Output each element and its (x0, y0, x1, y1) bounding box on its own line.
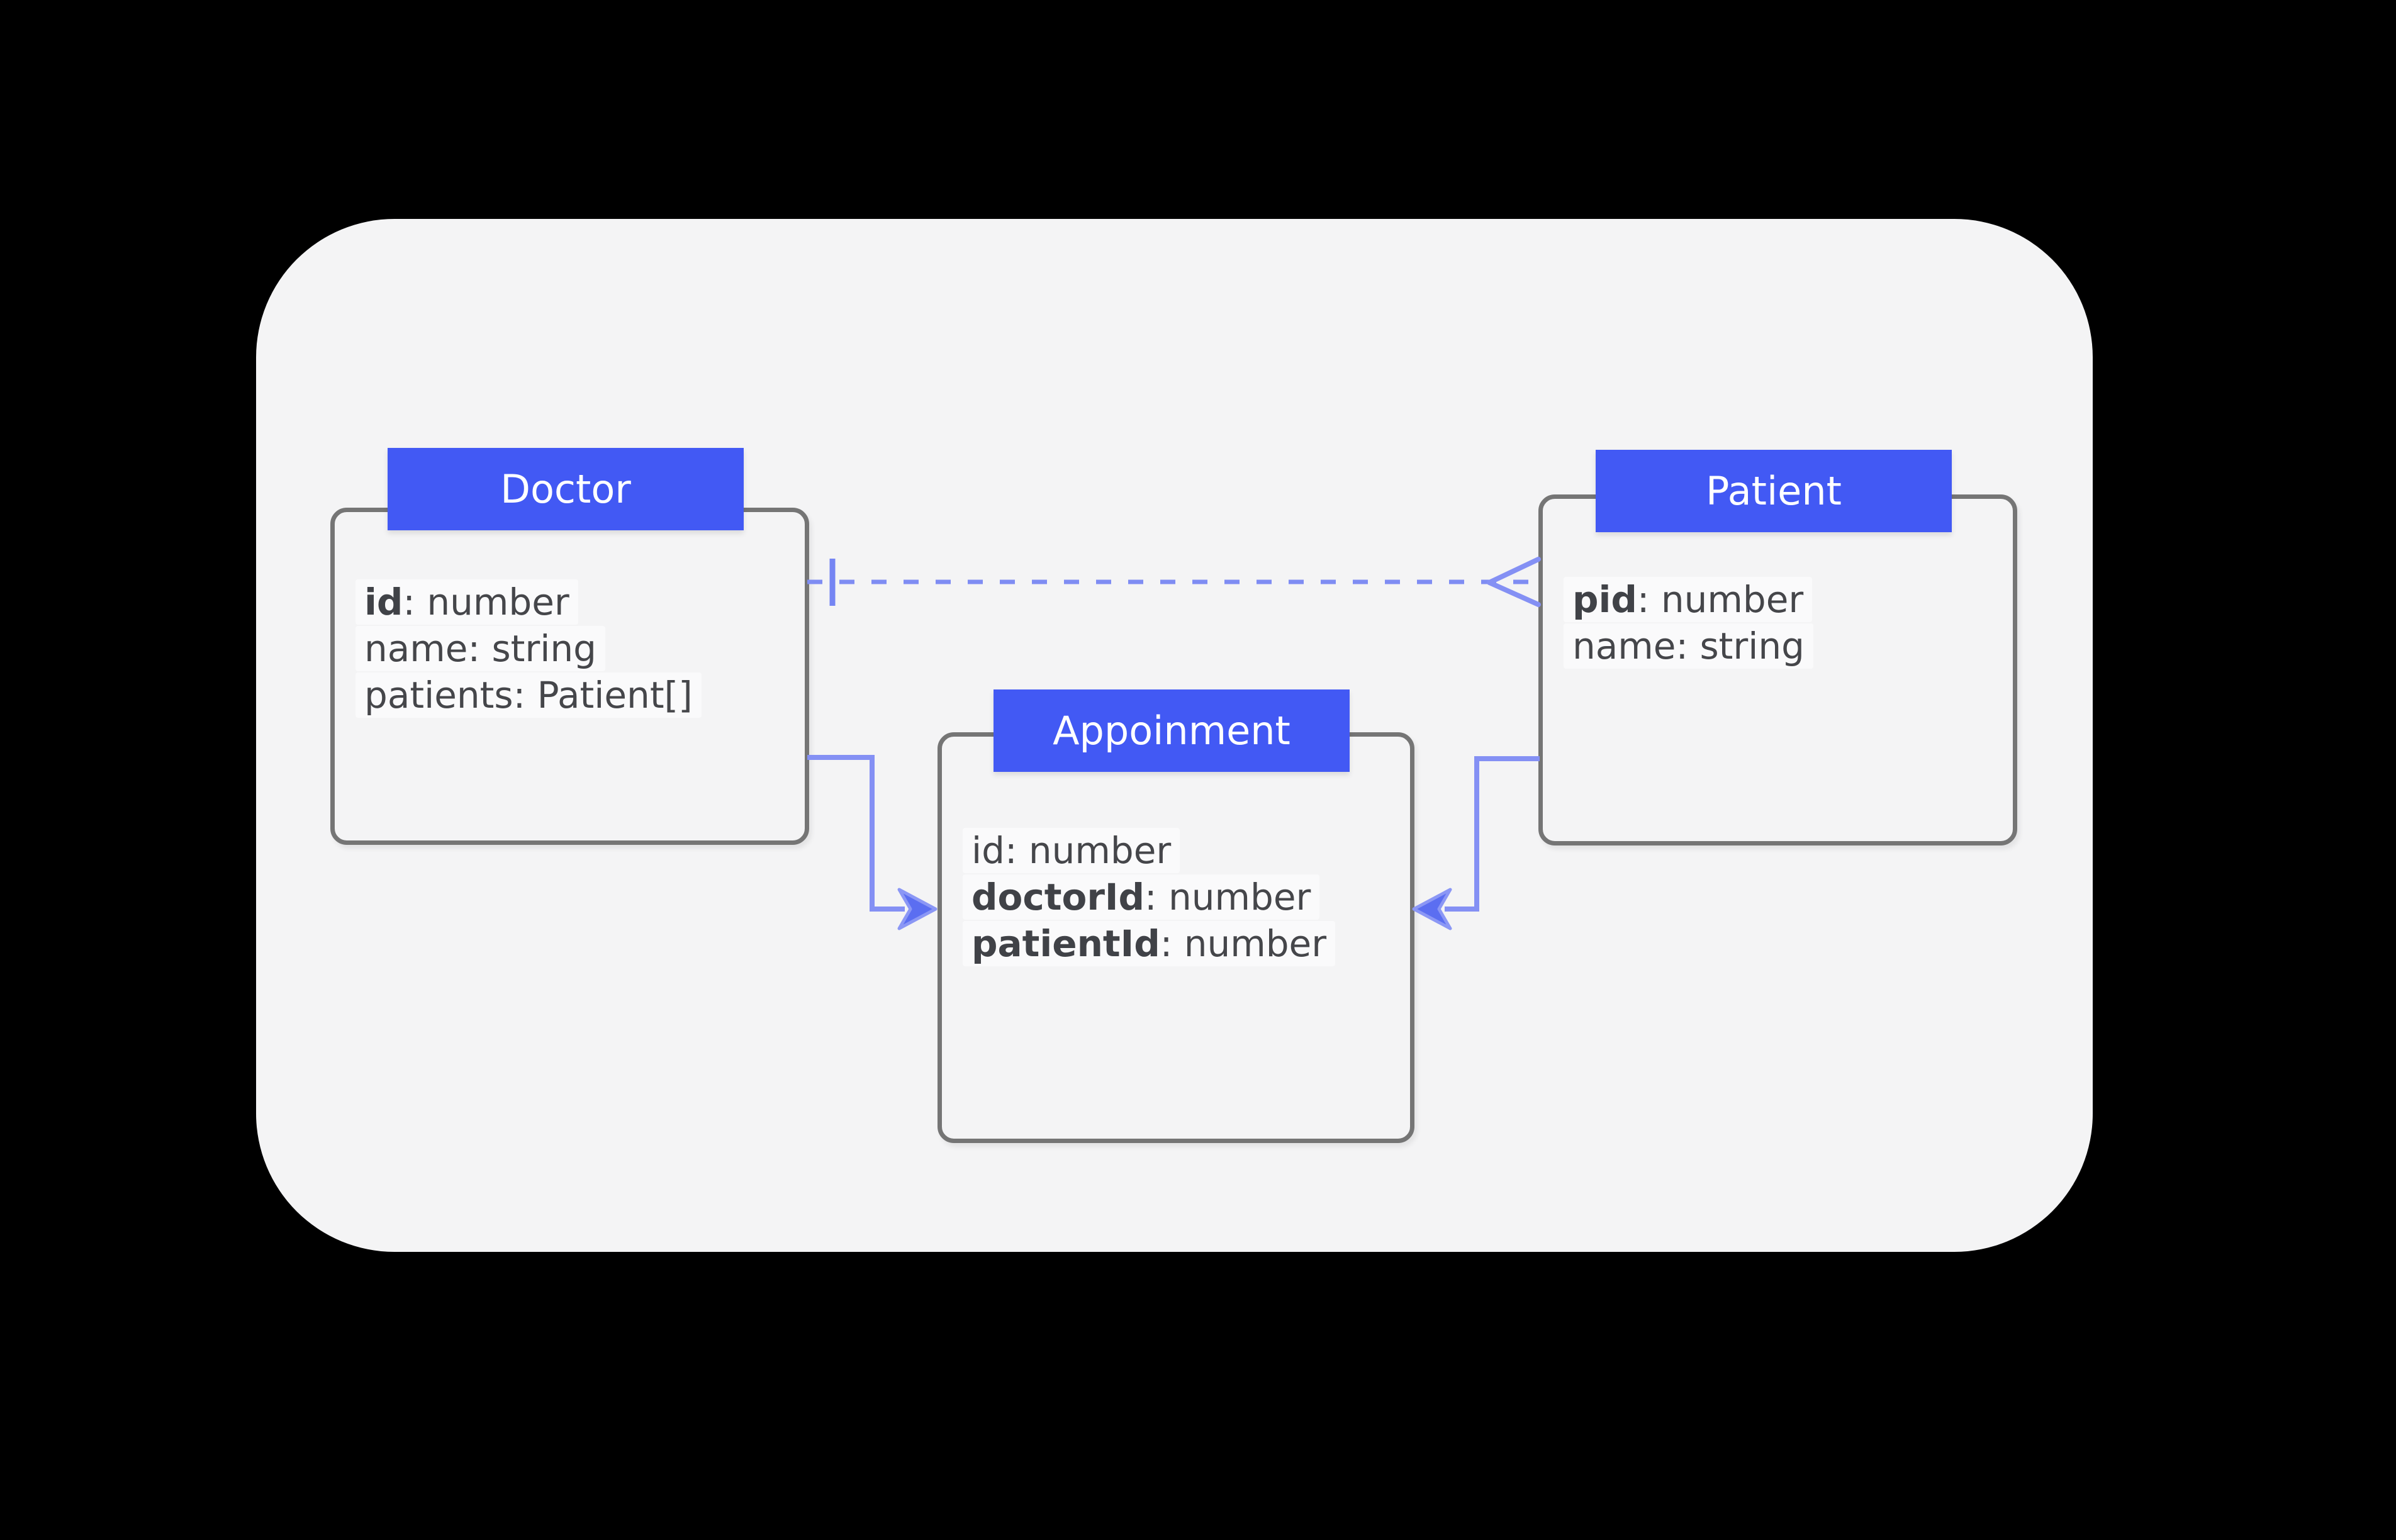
field-name: name (364, 627, 468, 670)
entity-fields-patient: pid: number name: string (1538, 577, 1813, 670)
field-name: patientId (971, 922, 1160, 965)
entity-fields-appoinment: id: number doctorId: number patientId: n… (938, 828, 1336, 968)
field-name: patients (364, 674, 513, 717)
field-row: patients: Patient[] (330, 672, 702, 719)
field-type: : Patient[] (513, 674, 693, 717)
field-name: id (364, 581, 403, 623)
entity-fields-doctor: id: number name: string patients: Patien… (330, 579, 702, 719)
entity-title-doctor: Doctor (500, 466, 631, 512)
entity-header-patient[interactable]: Patient (1596, 450, 1952, 532)
entity-box-patient[interactable] (1538, 494, 2017, 845)
field-row: id: number (938, 828, 1335, 874)
field-type: : number (1637, 578, 1804, 621)
entity-title-appoinment: Appoinment (1053, 708, 1290, 754)
field-row: id: number (330, 579, 702, 626)
field-type: : string (467, 627, 596, 670)
field-type: : number (1145, 876, 1311, 918)
entity-title-patient: Patient (1706, 468, 1842, 514)
field-name: name (1572, 625, 1676, 667)
field-type: : number (403, 581, 569, 623)
field-row: name: string (330, 626, 702, 672)
field-type: : number (1160, 922, 1327, 965)
entity-header-doctor[interactable]: Doctor (388, 448, 744, 530)
field-row: doctorId: number (938, 874, 1335, 921)
field-row: pid: number (1538, 577, 1813, 623)
field-name: id (971, 829, 1005, 872)
field-type: : number (1004, 829, 1172, 872)
field-row: patientId: number (938, 921, 1336, 968)
field-name: doctorId (971, 876, 1145, 918)
entity-header-appoinment[interactable]: Appoinment (994, 689, 1350, 772)
field-name: pid (1572, 578, 1637, 621)
field-type: : string (1676, 625, 1805, 667)
field-row: name: string (1538, 623, 1813, 670)
